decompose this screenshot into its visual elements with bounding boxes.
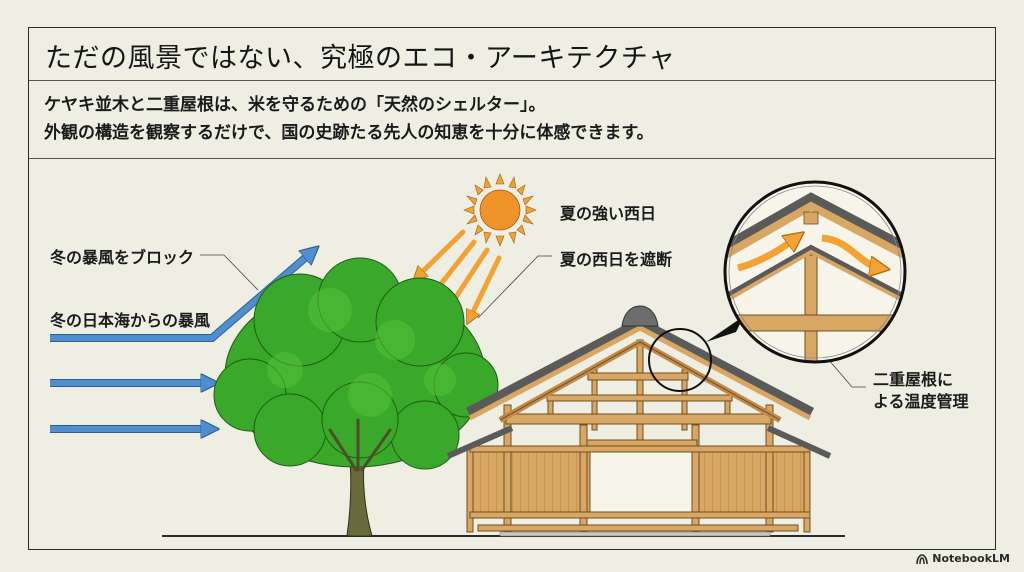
infographic-frame: ただの風景ではない、究極のエコ・アーキテクチャ ケヤキ並木と二重屋根は、米を守る… [28, 27, 996, 550]
sun-icon [463, 173, 537, 247]
brand-watermark: NotebookLM [916, 552, 1010, 565]
page-title: ただの風景ではない、究極のエコ・アーキテクチャ [45, 43, 676, 74]
subtitle-row: ケヤキ並木と二重屋根は、米を守るための「天然のシェルター」。 外観の構造を観察す… [29, 80, 995, 159]
title-row: ただの風景ではない、究極のエコ・アーキテクチャ [29, 28, 995, 81]
label-double-roof-2: よる温度管理 [873, 392, 969, 411]
zelkova-tree [213, 257, 499, 537]
subtitle-line-2: 外観の構造を観察するだけで、国の史跡たる先人の知恵を十分に体感できます。 [44, 123, 654, 143]
subtitle-line-1: ケヤキ並木と二重屋根は、米を守るための「天然のシェルター」。 [44, 95, 546, 115]
roof-detail-magnifier [723, 180, 907, 364]
notebooklm-logo-icon [916, 553, 929, 564]
label-summer-sun: 夏の強い西日 [560, 204, 657, 223]
label-winter-wind: 冬の日本海からの暴風 [50, 311, 211, 330]
storehouse-building [446, 305, 832, 537]
brand-name: NotebookLM [932, 552, 1010, 565]
label-double-roof-1: 二重屋根に [873, 370, 954, 389]
label-block-sun: 夏の西日を遮断 [560, 250, 673, 269]
label-block-wind: 冬の暴風をブロック [50, 248, 195, 267]
